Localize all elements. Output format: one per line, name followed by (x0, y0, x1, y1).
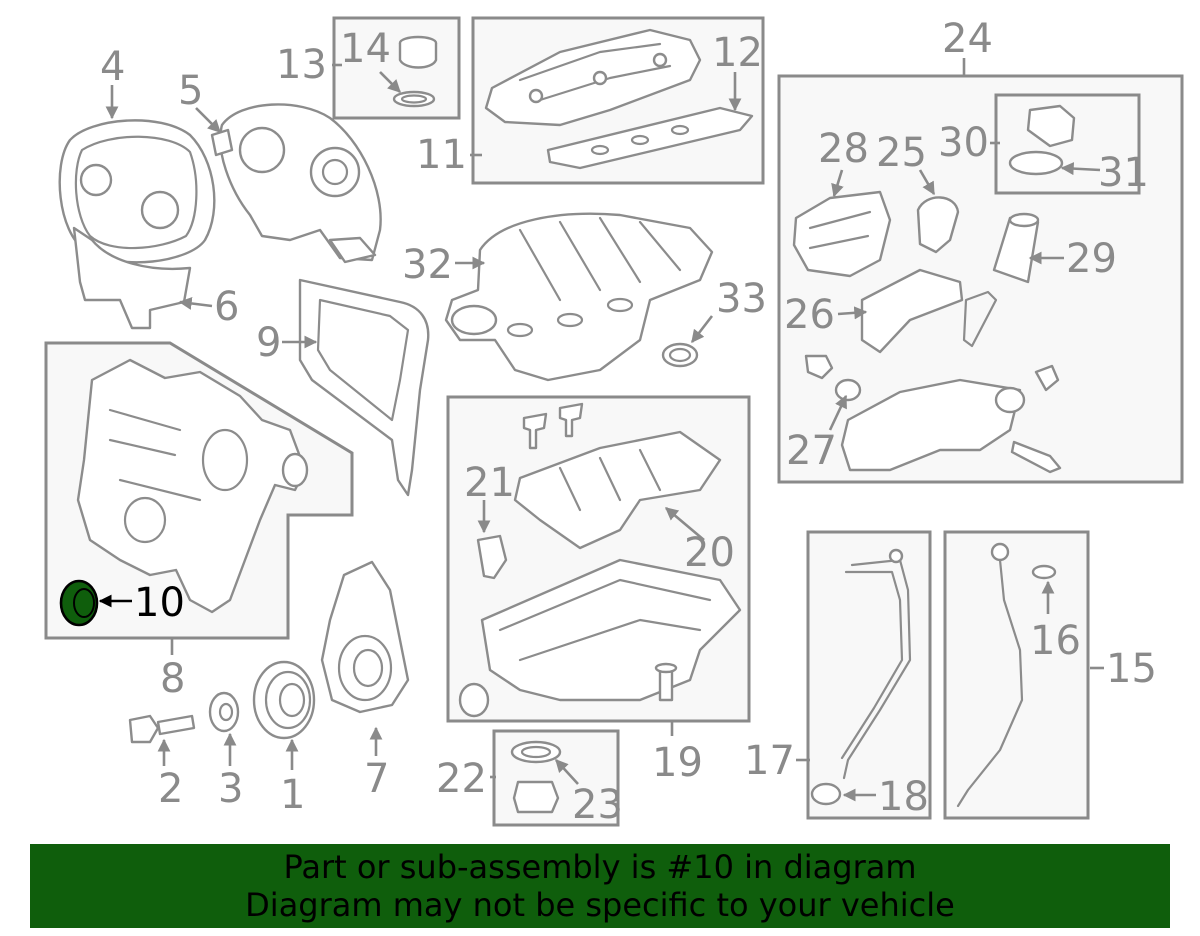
box-30-31 (994, 93, 1141, 195)
leader-14 (379, 71, 401, 93)
dipstick-part (956, 542, 1057, 808)
callout-3: 3 (218, 766, 243, 812)
callout-6: 6 (214, 284, 239, 330)
callout-8: 8 (160, 656, 185, 702)
callout-24: 24 (942, 16, 993, 62)
front-cover-part (76, 358, 309, 614)
box-17-18 (806, 530, 932, 820)
front-crankshaft-seal-part (59, 579, 99, 627)
oil-pan-part (458, 558, 742, 718)
intake-manifold-part (444, 212, 714, 382)
callout-10: 10 (134, 580, 185, 626)
callout-22: 22 (436, 756, 487, 802)
valve-cover-gasket-part (546, 106, 754, 170)
leader-31 (1060, 162, 1101, 176)
oil-filter-adapter-small-part (476, 534, 508, 580)
callout-19: 19 (652, 740, 703, 786)
timing-cover-part (58, 119, 216, 264)
callout-25: 25 (876, 130, 927, 176)
leader-23 (555, 759, 579, 785)
callout-4: 4 (100, 44, 125, 90)
dipstick-tube-part (810, 548, 912, 806)
leader-20 (665, 507, 705, 541)
timing-guide-part (72, 226, 192, 330)
callout-18: 18 (878, 774, 929, 820)
oil-cooler-part (792, 190, 892, 278)
callout-5: 5 (178, 68, 203, 114)
drain-plug-part (510, 740, 562, 814)
callout-23: 23 (572, 782, 623, 828)
callout-17: 17 (744, 738, 795, 784)
box-15-16 (943, 530, 1090, 820)
leader-27 (828, 394, 848, 431)
valve-cover-part (484, 28, 702, 127)
crankshaft-bolt-part (128, 714, 196, 744)
callout-15: 15 (1106, 646, 1157, 692)
oil-filter-element-part (992, 212, 1040, 284)
callout-1: 1 (280, 772, 305, 818)
callout-12: 12 (712, 30, 763, 76)
callout-33: 33 (716, 276, 767, 322)
callout-9: 9 (256, 320, 281, 366)
callout-30: 30 (938, 120, 989, 166)
cover-gasket-part (298, 278, 430, 497)
callout-29: 29 (1066, 236, 1117, 282)
callout-16: 16 (1030, 618, 1081, 664)
leader-25 (918, 169, 936, 196)
leader-6 (178, 297, 213, 310)
oil-filter-cap-part (1008, 104, 1076, 176)
callout-7: 7 (364, 756, 389, 802)
notice-line-1: Part or sub-assembly is #10 in diagram (283, 848, 917, 886)
oil-filter-housing-part (804, 354, 1062, 474)
oil-cooler-gasket-part (916, 196, 960, 254)
callout-14: 14 (340, 26, 391, 72)
callout-26: 26 (784, 292, 835, 338)
callout-32: 32 (402, 242, 453, 288)
leader-5 (195, 107, 221, 133)
crankshaft-washer-part (208, 691, 240, 733)
engine-parts-diagram: 4 5 6 9 13 14 11 12 24 30 31 28 25 29 26… (44, 16, 1184, 828)
oil-pump-pickup-part (513, 402, 722, 550)
timing-cover-lower-part (320, 560, 410, 714)
timing-housing-part (210, 103, 382, 264)
manifold-seal-part (661, 342, 699, 368)
notice-line-2: Diagram may not be specific to your vehi… (245, 886, 955, 924)
callout-21: 21 (464, 460, 515, 506)
leader-33 (690, 315, 714, 344)
notice-banner: Part or sub-assembly is #10 in diagram D… (30, 844, 1170, 928)
leader-28 (831, 169, 844, 198)
callout-11: 11 (416, 132, 467, 178)
oil-filter-housing-gasket-part (860, 268, 998, 354)
callout-2: 2 (158, 766, 183, 812)
callout-13: 13 (276, 42, 327, 88)
leader-26 (837, 306, 868, 320)
callout-31: 31 (1098, 150, 1149, 196)
callout-20: 20 (684, 530, 735, 576)
oil-filler-cap-part (392, 35, 438, 108)
crankshaft-pulley-part (252, 660, 316, 740)
callout-27: 27 (786, 428, 837, 474)
callout-28: 28 (818, 126, 869, 172)
